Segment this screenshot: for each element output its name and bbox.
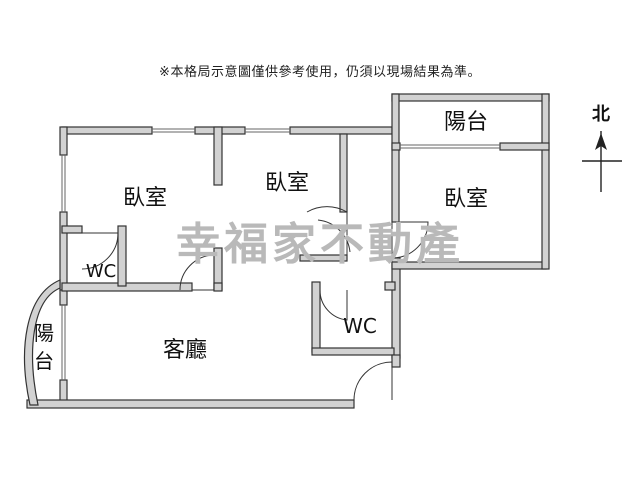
bedroom-west-label: 臥室 [123, 186, 167, 211]
watermark-text: 幸福家不動產 [176, 219, 464, 270]
disclaimer-text: ※本格局示意圖僅供參考使用，仍須以現場結果為準。 [159, 65, 481, 80]
windows [61, 128, 500, 380]
walls [26, 93, 550, 409]
wc-center-label: WC [343, 314, 377, 338]
balcony-east-label: 陽台 [444, 110, 488, 135]
north-arrow-icon [582, 131, 622, 192]
living-room-label: 客廳 [163, 338, 207, 363]
compass-label: 北 [592, 104, 610, 125]
doors [81, 206, 429, 401]
bedroom-middle-label: 臥室 [265, 171, 309, 196]
balcony-west-outline [23, 279, 61, 406]
bedroom-east-label: 臥室 [444, 187, 488, 212]
balcony-west-label-2: 台 [34, 349, 54, 373]
wc-west-label: WC [86, 261, 116, 282]
balcony-west-label-1: 陽 [34, 321, 54, 345]
